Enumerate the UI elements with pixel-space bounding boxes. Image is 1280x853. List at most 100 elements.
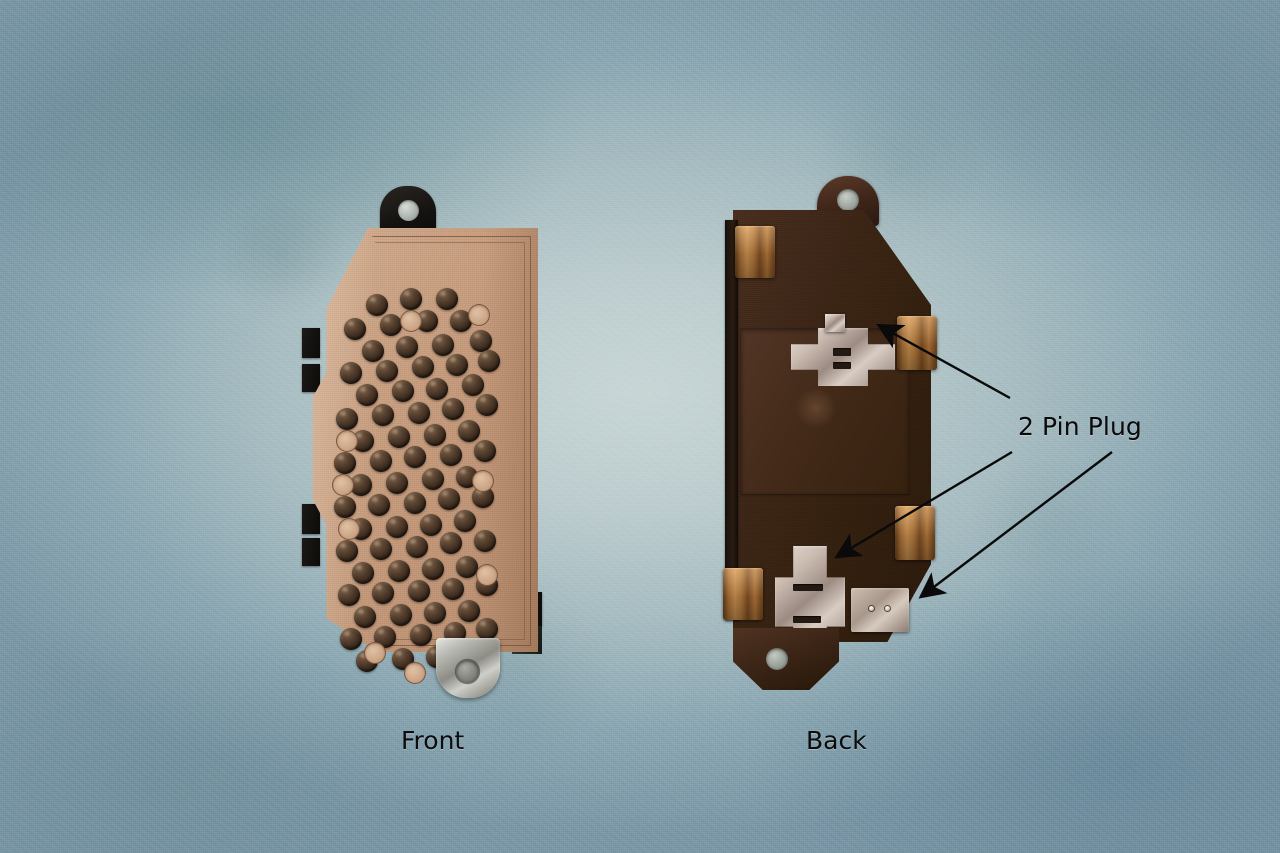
caption-back: Back: [806, 726, 867, 755]
front-dome: [354, 606, 376, 628]
front-dome: [404, 446, 426, 468]
front-dome: [372, 404, 394, 426]
back-top-mounting-hole: [837, 189, 859, 211]
front-dome: [392, 380, 414, 402]
front-dome: [424, 602, 446, 624]
back-bottom-mounting-hole: [766, 648, 788, 670]
front-dome: [368, 494, 390, 516]
front-dome: [424, 424, 446, 446]
front-edge-notch-left-bottom: [302, 538, 320, 566]
front-open-hole: [336, 430, 358, 452]
front-dome: [362, 340, 384, 362]
front-dome: [386, 516, 408, 538]
front-dome: [388, 560, 410, 582]
front-dome: [470, 330, 492, 352]
front-dome: [396, 336, 418, 358]
front-dome: [370, 538, 392, 560]
front-dome: [450, 310, 472, 332]
back-left-rail: [725, 220, 738, 620]
front-dome: [458, 600, 480, 622]
front-dome: [458, 420, 480, 442]
front-dome: [334, 452, 356, 474]
front-dome: [408, 580, 430, 602]
back-resistor-part: [715, 176, 965, 706]
front-dome: [422, 558, 444, 580]
front-dome: [352, 430, 374, 452]
front-dome: [478, 350, 500, 372]
front-open-hole: [338, 518, 360, 540]
front-dome: [336, 540, 358, 562]
copper-terminal-upper-right: [897, 316, 937, 370]
front-open-hole: [472, 470, 494, 492]
front-open-hole: [468, 304, 490, 326]
front-dome: [442, 398, 464, 420]
front-bottom-mounting-hole: [456, 660, 479, 683]
front-dome: [462, 374, 484, 396]
front-dome: [472, 486, 494, 508]
front-dome: [454, 510, 476, 532]
terminal-upper-stub: [825, 314, 845, 332]
connector-pin-2: [885, 606, 890, 611]
copper-terminal-lower-right: [895, 506, 935, 560]
front-dome: [420, 514, 442, 536]
copper-terminal-bottom-left: [723, 568, 763, 620]
front-dome: [376, 360, 398, 382]
front-dome: [456, 556, 478, 578]
terminal-upper-slot-b: [833, 362, 851, 369]
front-engraved-groove-outer: [321, 236, 531, 646]
copper-terminal-top-left: [735, 226, 775, 278]
terminal-lower-slot-b: [793, 616, 821, 623]
front-open-hole: [400, 310, 422, 332]
terminal-upper-slot-a: [833, 348, 851, 356]
front-dome: [400, 288, 422, 310]
front-dome: [334, 496, 356, 518]
front-dome: [340, 362, 362, 384]
front-edge-notch-left-mid: [302, 364, 320, 392]
front-dome: [442, 578, 464, 600]
back-bottom-mounting-tab: [733, 628, 839, 690]
front-dome: [340, 628, 362, 650]
front-dome: [436, 288, 458, 310]
front-edge-notch-left-lower: [302, 504, 320, 534]
front-dome: [474, 440, 496, 462]
front-top-mounting-hole: [398, 200, 419, 221]
front-open-hole: [404, 662, 426, 684]
front-dome: [344, 318, 366, 340]
front-dome: [432, 334, 454, 356]
front-dome: [474, 530, 496, 552]
front-dome: [356, 384, 378, 406]
front-dome: [476, 394, 498, 416]
front-dome: [350, 474, 372, 496]
front-dome: [352, 562, 374, 584]
front-open-hole: [364, 642, 386, 664]
front-dome: [370, 450, 392, 472]
front-dome: [440, 444, 462, 466]
front-dome: [410, 624, 432, 646]
front-dome: [476, 618, 498, 640]
front-dome: [412, 356, 434, 378]
front-dome: [408, 402, 430, 424]
front-dome: [404, 492, 426, 514]
annotation-label-2-pin-plug: 2 Pin Plug: [1018, 412, 1142, 441]
front-dome: [416, 310, 438, 332]
front-dome: [406, 536, 428, 558]
front-resistor-part: [302, 186, 570, 706]
front-dome: [380, 314, 402, 336]
front-dome: [386, 472, 408, 494]
front-dome: [390, 604, 412, 626]
front-dome: [422, 468, 444, 490]
connector-pin-1: [869, 606, 874, 611]
front-dome: [426, 378, 448, 400]
front-bottom-mounting-tab: [436, 638, 500, 704]
caption-front: Front: [401, 726, 465, 755]
front-open-hole: [476, 564, 498, 586]
front-edge-notch-left-upper: [302, 328, 320, 358]
front-dome: [438, 488, 460, 510]
front-open-hole: [332, 474, 354, 496]
front-dome: [336, 408, 358, 430]
terminal-lower-slot-a: [793, 584, 823, 591]
